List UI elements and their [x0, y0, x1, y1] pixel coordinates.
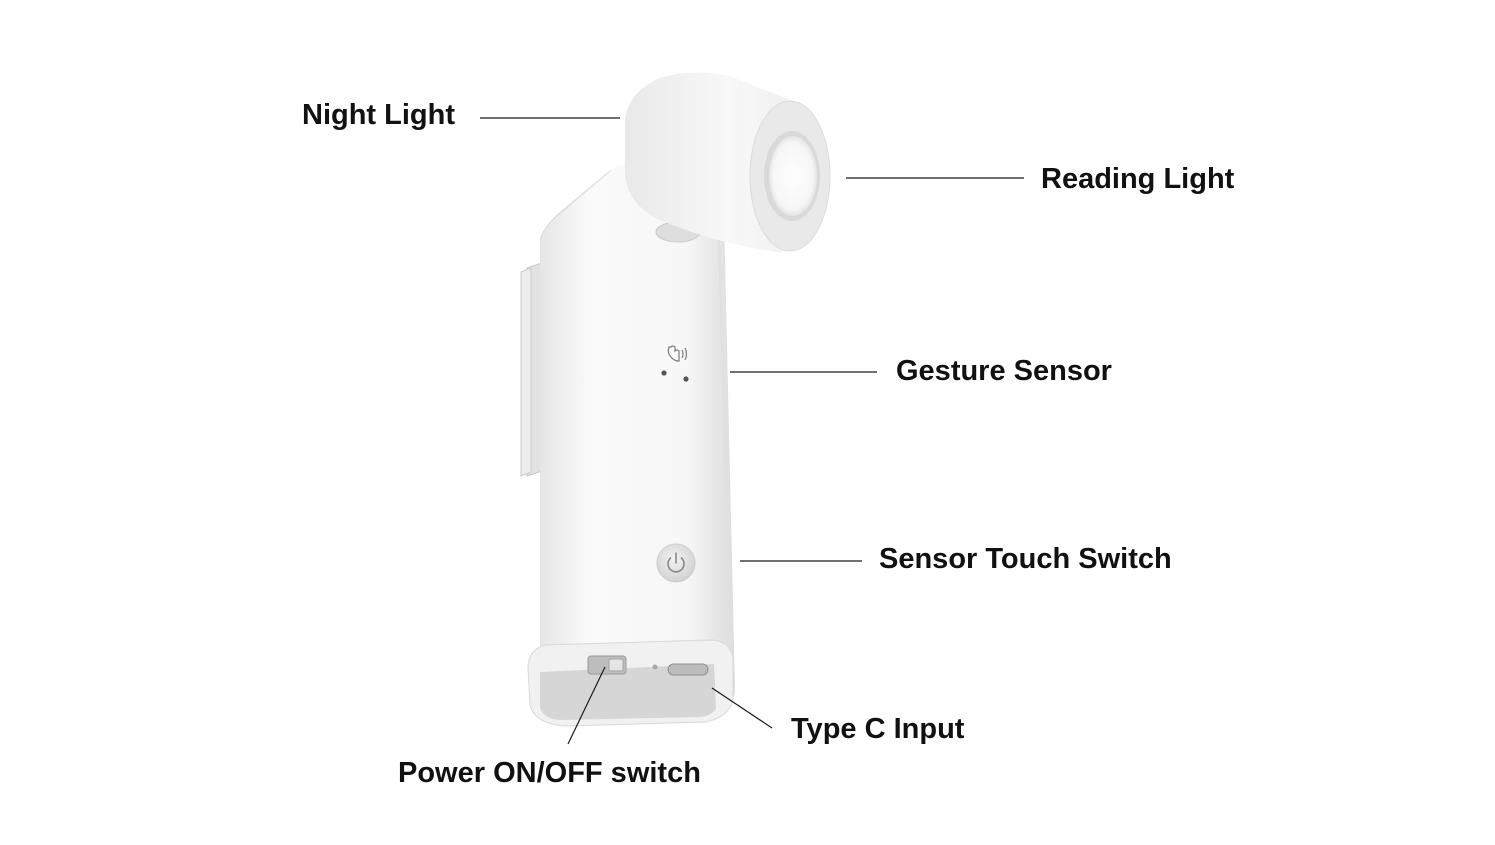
- sensor-touch-button[interactable]: [656, 543, 696, 583]
- label-gesture-sensor: Gesture Sensor: [896, 355, 1112, 387]
- gesture-sensor-dot: [683, 376, 689, 382]
- hand-wave-icon: [667, 345, 688, 362]
- label-power-switch: Power ON/OFF switch: [398, 757, 701, 789]
- light-head: [625, 72, 831, 252]
- power-icon: [667, 552, 685, 573]
- leader-power-switch: [567, 666, 606, 745]
- gesture-sensor-dot: [661, 370, 667, 376]
- leader-type-c: [711, 687, 773, 729]
- label-sensor-touch-switch: Sensor Touch Switch: [879, 543, 1172, 575]
- type-c-port[interactable]: [667, 663, 709, 676]
- device-body: [527, 164, 735, 727]
- label-type-c-input: Type C Input: [791, 713, 965, 745]
- label-reading-light: Reading Light: [1041, 163, 1235, 195]
- reading-light-lens: [769, 136, 817, 216]
- label-night-light: Night Light: [302, 99, 456, 131]
